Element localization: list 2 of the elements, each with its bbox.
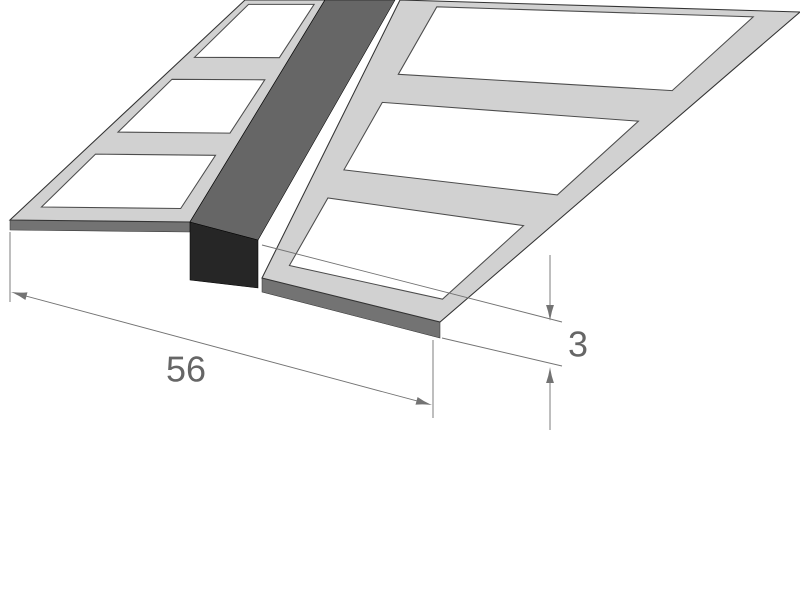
dimension-label: 56	[167, 356, 204, 382]
dimension-label: 3	[569, 331, 586, 357]
